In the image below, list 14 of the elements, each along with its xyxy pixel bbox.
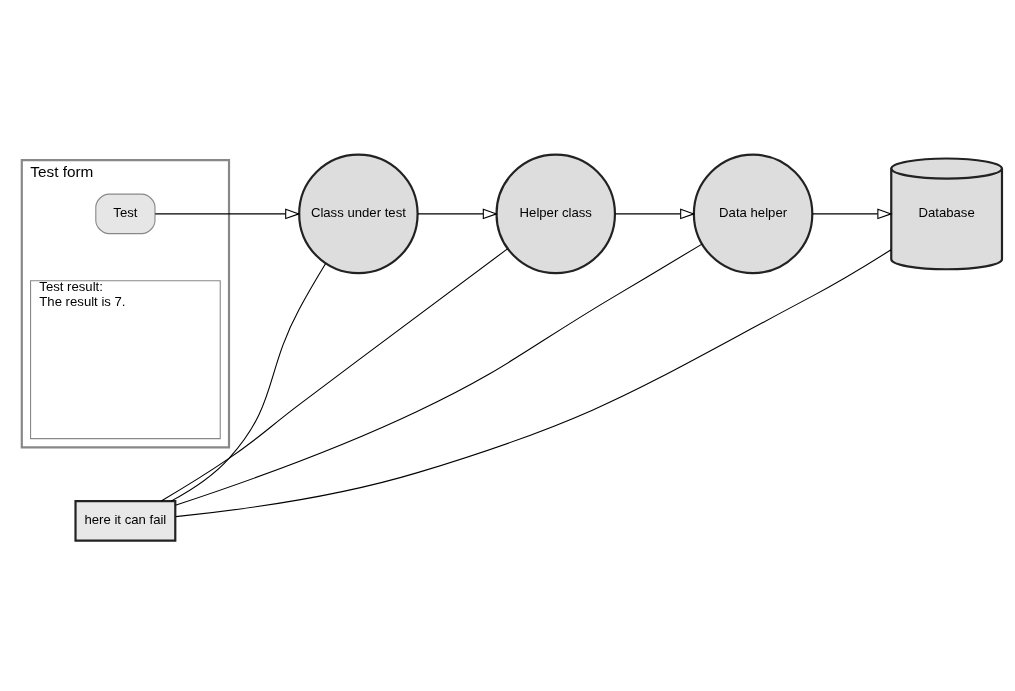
- arrow: [417, 208, 499, 219]
- arrow: [614, 208, 696, 219]
- connector: [175, 248, 892, 517]
- node-box: Test: [95, 193, 156, 234]
- arrow: [154, 208, 301, 219]
- node-box: Test result: The result is 7.: [30, 279, 221, 439]
- node-box: here it can fail: [74, 499, 177, 542]
- connector: [174, 243, 703, 506]
- arrow: [812, 208, 893, 219]
- node-circle: Helper class: [495, 153, 617, 274]
- node-circle: Class under test: [298, 153, 419, 274]
- connector: [170, 262, 327, 502]
- node-circle: Data helper: [692, 153, 814, 274]
- connector: [160, 247, 508, 501]
